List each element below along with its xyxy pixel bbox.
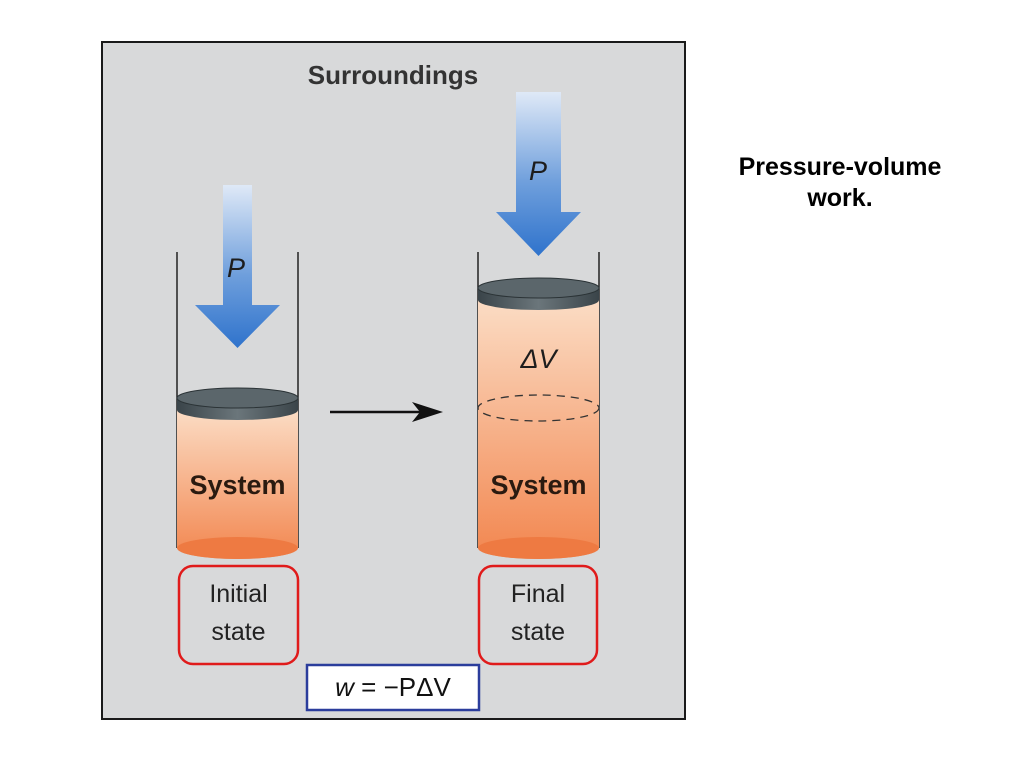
final-pressure-arrow: P xyxy=(496,92,581,256)
initial-system-gas xyxy=(177,410,298,559)
final-piston-top xyxy=(477,277,600,299)
initial-system-label: System xyxy=(189,470,285,500)
initial-state-border xyxy=(177,564,300,666)
final-system-label: System xyxy=(490,470,586,500)
delta-v-label: ΔV xyxy=(519,344,559,374)
initial-system-base xyxy=(177,537,298,559)
final-state-box: Final state xyxy=(477,564,599,666)
final-state-line1: Final xyxy=(511,580,565,608)
work-equation-rest: = −PΔV xyxy=(354,672,452,702)
initial-pressure-arrow: P xyxy=(195,185,280,348)
work-equation-w: w xyxy=(335,672,356,702)
initial-state-line1: Initial xyxy=(209,580,267,608)
final-pressure-label: P xyxy=(529,156,547,186)
initial-state-line2: state xyxy=(211,618,265,646)
initial-piston-top xyxy=(176,387,299,409)
final-pressure-arrow-shape xyxy=(496,92,581,256)
initial-pressure-arrow-shape xyxy=(195,185,280,348)
final-cylinder: ΔV System xyxy=(477,252,600,559)
final-system-base xyxy=(478,537,599,559)
final-state-border xyxy=(477,564,599,666)
initial-pressure-label: P xyxy=(227,253,245,283)
final-state-line2: state xyxy=(511,618,565,646)
initial-state-box: Initial state xyxy=(177,564,300,666)
initial-level-dashed-outline xyxy=(477,394,600,422)
initial-cylinder: System xyxy=(176,252,299,559)
surroundings-label: Surroundings xyxy=(308,60,478,90)
work-equation-border xyxy=(305,663,481,712)
final-system-gas xyxy=(478,300,599,559)
slide-caption: Pressure-volume work. xyxy=(738,153,942,212)
work-equation: w = −PΔV xyxy=(305,663,481,712)
process-arrow-head xyxy=(412,402,443,422)
process-arrow xyxy=(330,402,443,422)
work-equation-text: w = −PΔV xyxy=(335,672,451,702)
